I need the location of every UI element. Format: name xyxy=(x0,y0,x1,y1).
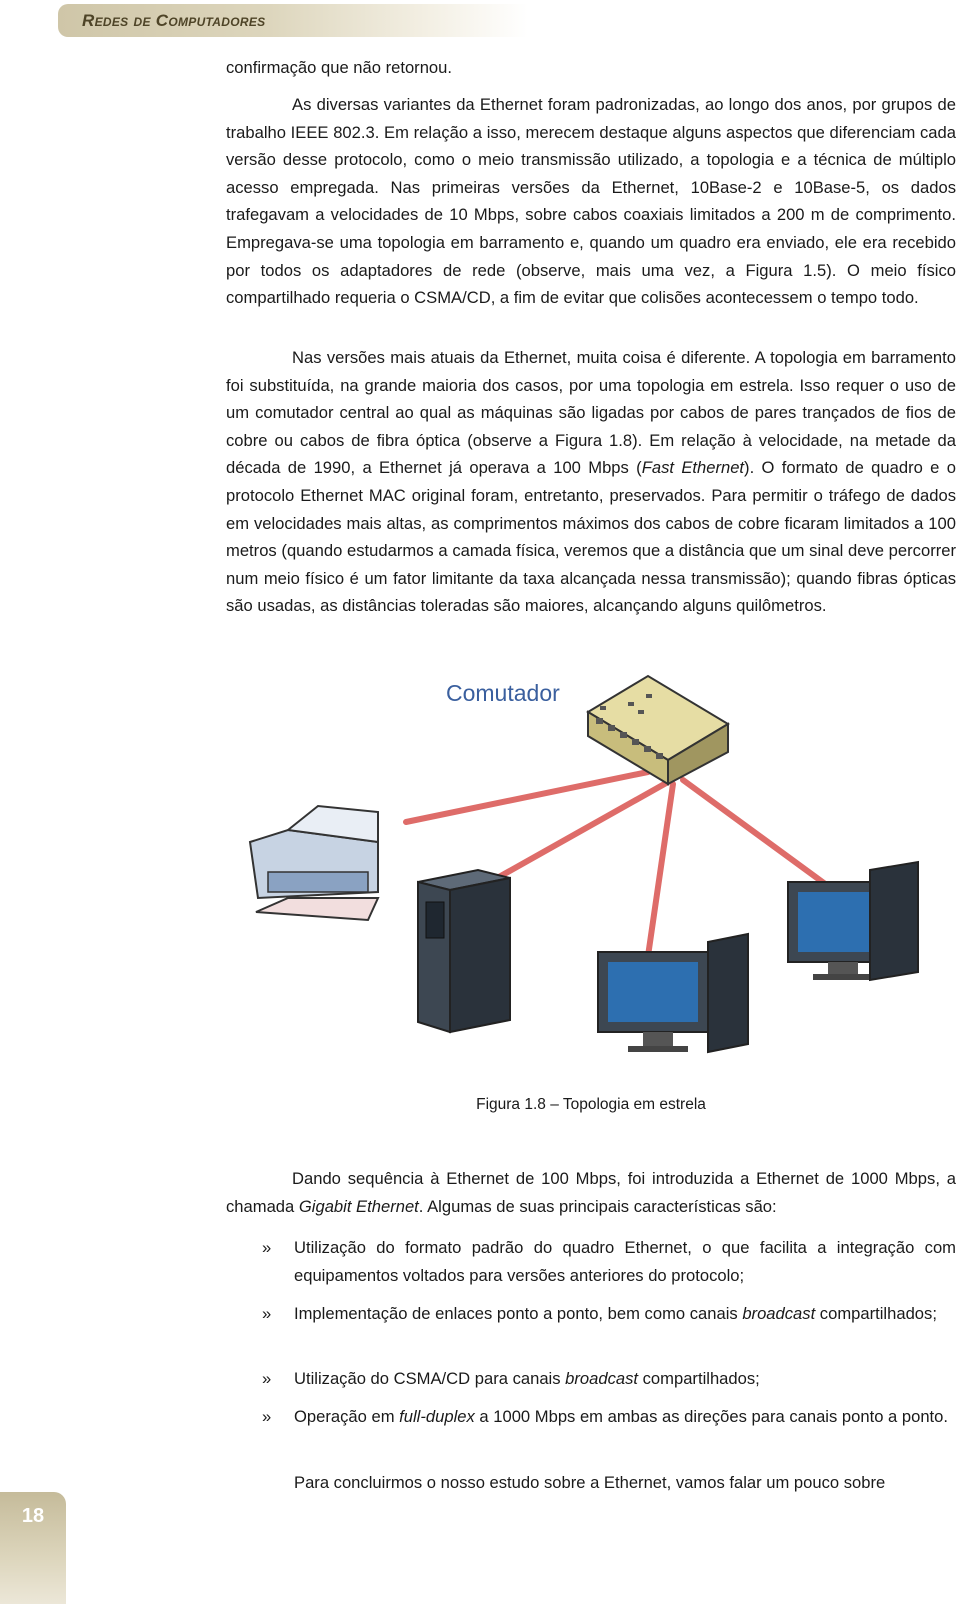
list-item-text: Implementação de enlaces ponto a ponto, … xyxy=(294,1300,956,1328)
paragraph-modern-ethernet: Nas versões mais atuais da Ethernet, mui… xyxy=(226,344,956,620)
server-tower-icon xyxy=(417,868,511,1034)
italic-term: Fast Ethernet xyxy=(641,458,745,478)
book-title: Redes de Computadores xyxy=(82,11,266,30)
list-item: » Operação em full-duplex a 1000 Mbps em… xyxy=(262,1403,956,1431)
list-item-text: Utilização do CSMA/CD para canais broadc… xyxy=(294,1365,956,1393)
paragraph-text: Dando sequência à Ethernet de 100 Mbps, … xyxy=(226,1165,956,1220)
text-run: compartilhados; xyxy=(815,1304,937,1323)
list-item: » Implementação de enlaces ponto a ponto… xyxy=(262,1300,956,1328)
text-run: Utilização do CSMA/CD para canais xyxy=(294,1369,566,1388)
text-run: ). O formato de quadro e o protocolo Eth… xyxy=(226,458,956,616)
bullet-mark: » xyxy=(262,1238,272,1257)
bullet-mark: » xyxy=(262,1304,272,1323)
paragraph-text: As diversas variantes da Ethernet foram … xyxy=(226,95,956,308)
cable-lines xyxy=(403,769,846,959)
bullet-mark: » xyxy=(262,1407,272,1426)
list-item: » Utilização do formato padrão do quadro… xyxy=(262,1234,956,1289)
bullet-mark: » xyxy=(262,1369,272,1388)
text-run: Operação em xyxy=(294,1407,400,1426)
paragraph-conclusion: Para concluirmos o nosso estudo sobre a … xyxy=(294,1469,956,1497)
text-run: . Algumas de suas principais característ… xyxy=(418,1196,777,1216)
cable-to-tower xyxy=(487,779,671,885)
paragraph-text: Nas versões mais atuais da Ethernet, mui… xyxy=(226,344,956,620)
page-number: 18 xyxy=(21,1505,45,1527)
text-run: Implementação de enlaces ponto a ponto, … xyxy=(294,1304,743,1323)
figure-label: Comutador xyxy=(446,680,560,706)
text-run: a 1000 Mbps em ambas as direções para ca… xyxy=(474,1407,949,1426)
paragraph-gigabit: Dando sequência à Ethernet de 100 Mbps, … xyxy=(226,1165,956,1220)
switch-icon xyxy=(586,674,730,786)
printer-icon xyxy=(248,804,380,922)
text-run: Nas versões mais atuais da Ethernet, mui… xyxy=(226,348,956,478)
italic-term: Gigabit Ethernet xyxy=(298,1196,419,1216)
desktop-pc-icon xyxy=(787,860,919,982)
running-header: Redes de Computadores xyxy=(58,4,528,37)
paragraph-text: Para concluirmos o nosso estudo sobre a … xyxy=(294,1473,886,1492)
italic-term: broadcast xyxy=(742,1304,816,1323)
italic-term: full-duplex xyxy=(399,1407,475,1426)
cable-to-pc-right xyxy=(680,777,846,900)
star-topology-figure: Comutador xyxy=(248,674,919,1054)
cable-to-workstation xyxy=(645,781,676,959)
list-item-text: Operação em full-duplex a 1000 Mbps em a… xyxy=(294,1403,956,1431)
paragraph-text: confirmação que não retornou. xyxy=(226,58,453,77)
cable-to-printer xyxy=(403,769,651,825)
text-run: Dando sequência à Ethernet de 100 Mbps, … xyxy=(226,1169,956,1216)
list-item-text: Utilização do formato padrão do quadro E… xyxy=(294,1238,956,1285)
list-item: » Utilização do CSMA/CD para canais broa… xyxy=(262,1365,956,1393)
figure-caption: Figura 1.8 – Topologia em estrela xyxy=(476,1096,706,1113)
paragraph-continuation: confirmação que não retornou. xyxy=(226,54,956,82)
paragraph-ethernet-variants: As diversas variantes da Ethernet foram … xyxy=(226,91,956,312)
italic-term: broadcast xyxy=(565,1369,639,1388)
workstation-icon xyxy=(597,932,749,1054)
page-number-tab: 18 xyxy=(0,1492,66,1604)
text-run: compartilhados; xyxy=(638,1369,760,1388)
